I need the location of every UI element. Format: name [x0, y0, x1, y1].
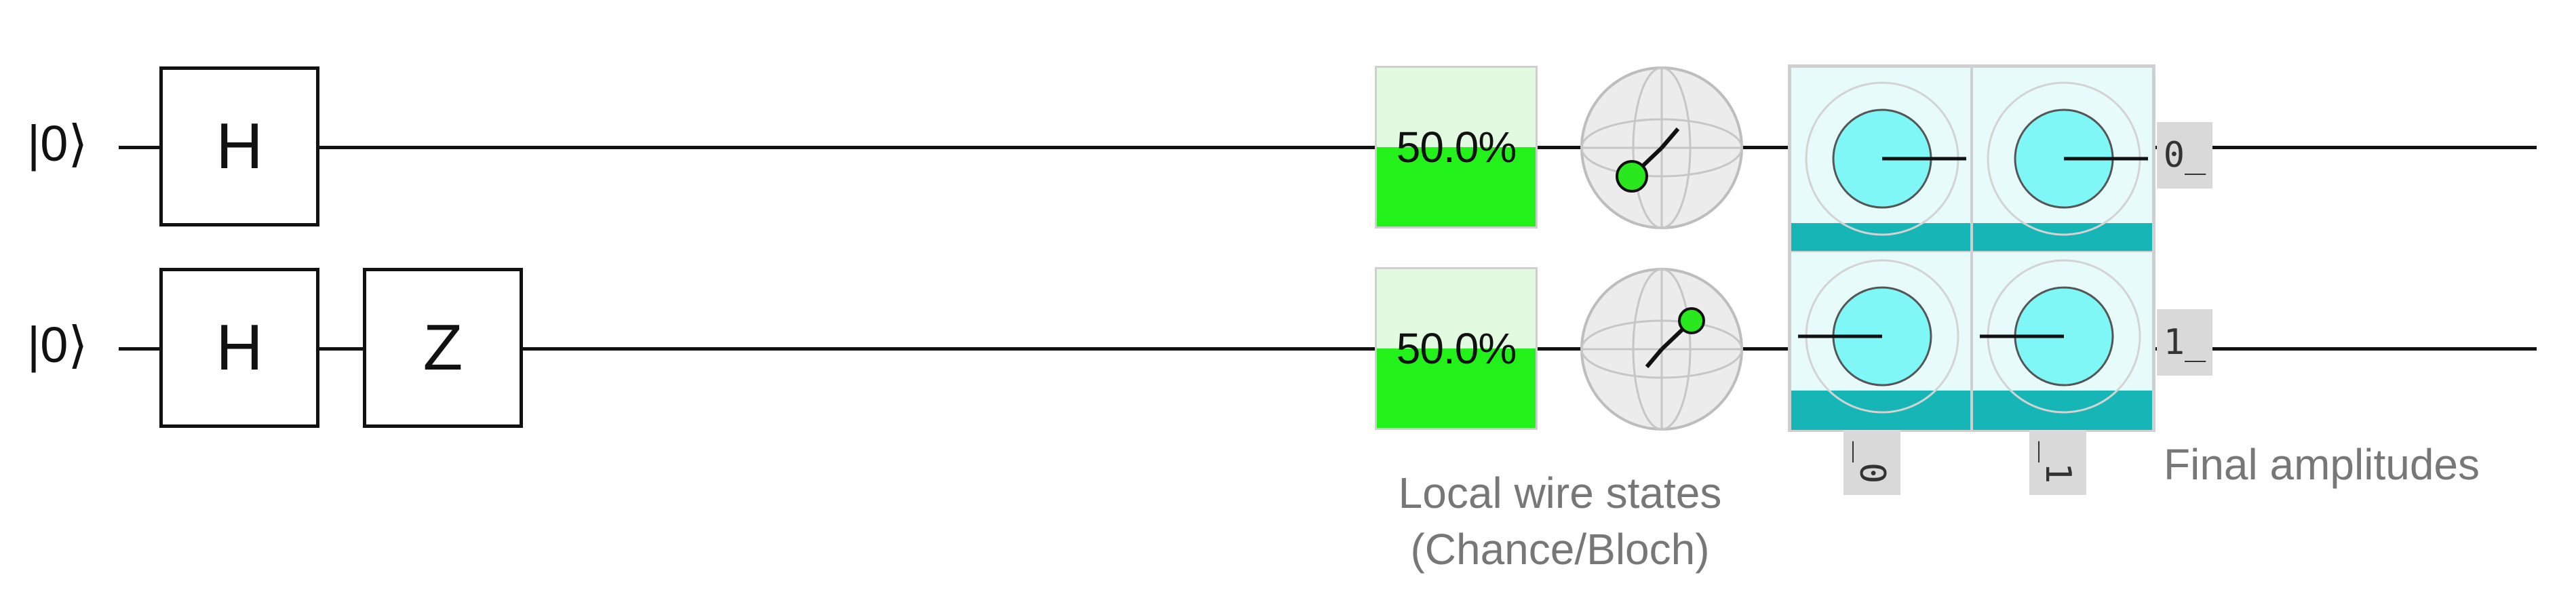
bloch-state-marker — [1678, 307, 1705, 334]
gate-wire-1-h[interactable]: H — [159, 268, 319, 428]
wire-1-input-label: |0⟩ — [27, 317, 88, 373]
bloch-sphere-wire-1[interactable] — [1578, 265, 1746, 433]
amplitude-column-tag-0: _0 — [1843, 430, 1900, 495]
chance-display-wire-0[interactable]: 50.0% — [1375, 66, 1538, 229]
local-wire-states-subtitle: (Chance/Bloch) — [1410, 525, 1710, 574]
local-wire-states-title: Local wire states — [1398, 469, 1722, 517]
chance-fill — [1377, 349, 1536, 428]
amplitude-cell-00 — [1790, 66, 1972, 269]
amplitude-row-tag-1: 1_ — [2157, 309, 2212, 376]
chance-fill — [1377, 147, 1536, 226]
amplitude-bar — [1791, 391, 1970, 430]
bloch-state-marker — [1616, 160, 1648, 193]
bloch-vector-tail — [1660, 127, 1680, 149]
local-wire-states-caption: Local wire states (Chance/Bloch) — [1363, 465, 1757, 578]
bloch-vector-tail — [1645, 348, 1664, 368]
amplitude-cell-11 — [1972, 251, 2153, 431]
amplitude-cell-01 — [1972, 66, 2153, 269]
amplitude-bar — [1973, 391, 2152, 430]
chance-display-wire-1[interactable]: 50.0% — [1375, 267, 1538, 430]
chance-percentage: 50.0% — [1396, 123, 1517, 172]
amplitudes-caption: Final amplitudes — [2164, 440, 2480, 489]
bloch-sphere-wire-0[interactable] — [1578, 64, 1746, 232]
wire-0-input-label: |0⟩ — [27, 115, 88, 172]
amplitude-column-tag-1: _1 — [2029, 430, 2086, 495]
wire-1-line — [119, 347, 2537, 351]
wire-0-line — [119, 146, 2537, 149]
gate-wire-0-h[interactable]: H — [159, 66, 319, 226]
amplitude-row-tag-0: 0_ — [2157, 122, 2212, 189]
chance-percentage: 50.0% — [1396, 324, 1517, 373]
amplitudes-display[interactable] — [1788, 64, 2155, 432]
gate-wire-1-z[interactable]: Z — [363, 268, 523, 428]
amplitude-cell-10 — [1790, 251, 1972, 431]
